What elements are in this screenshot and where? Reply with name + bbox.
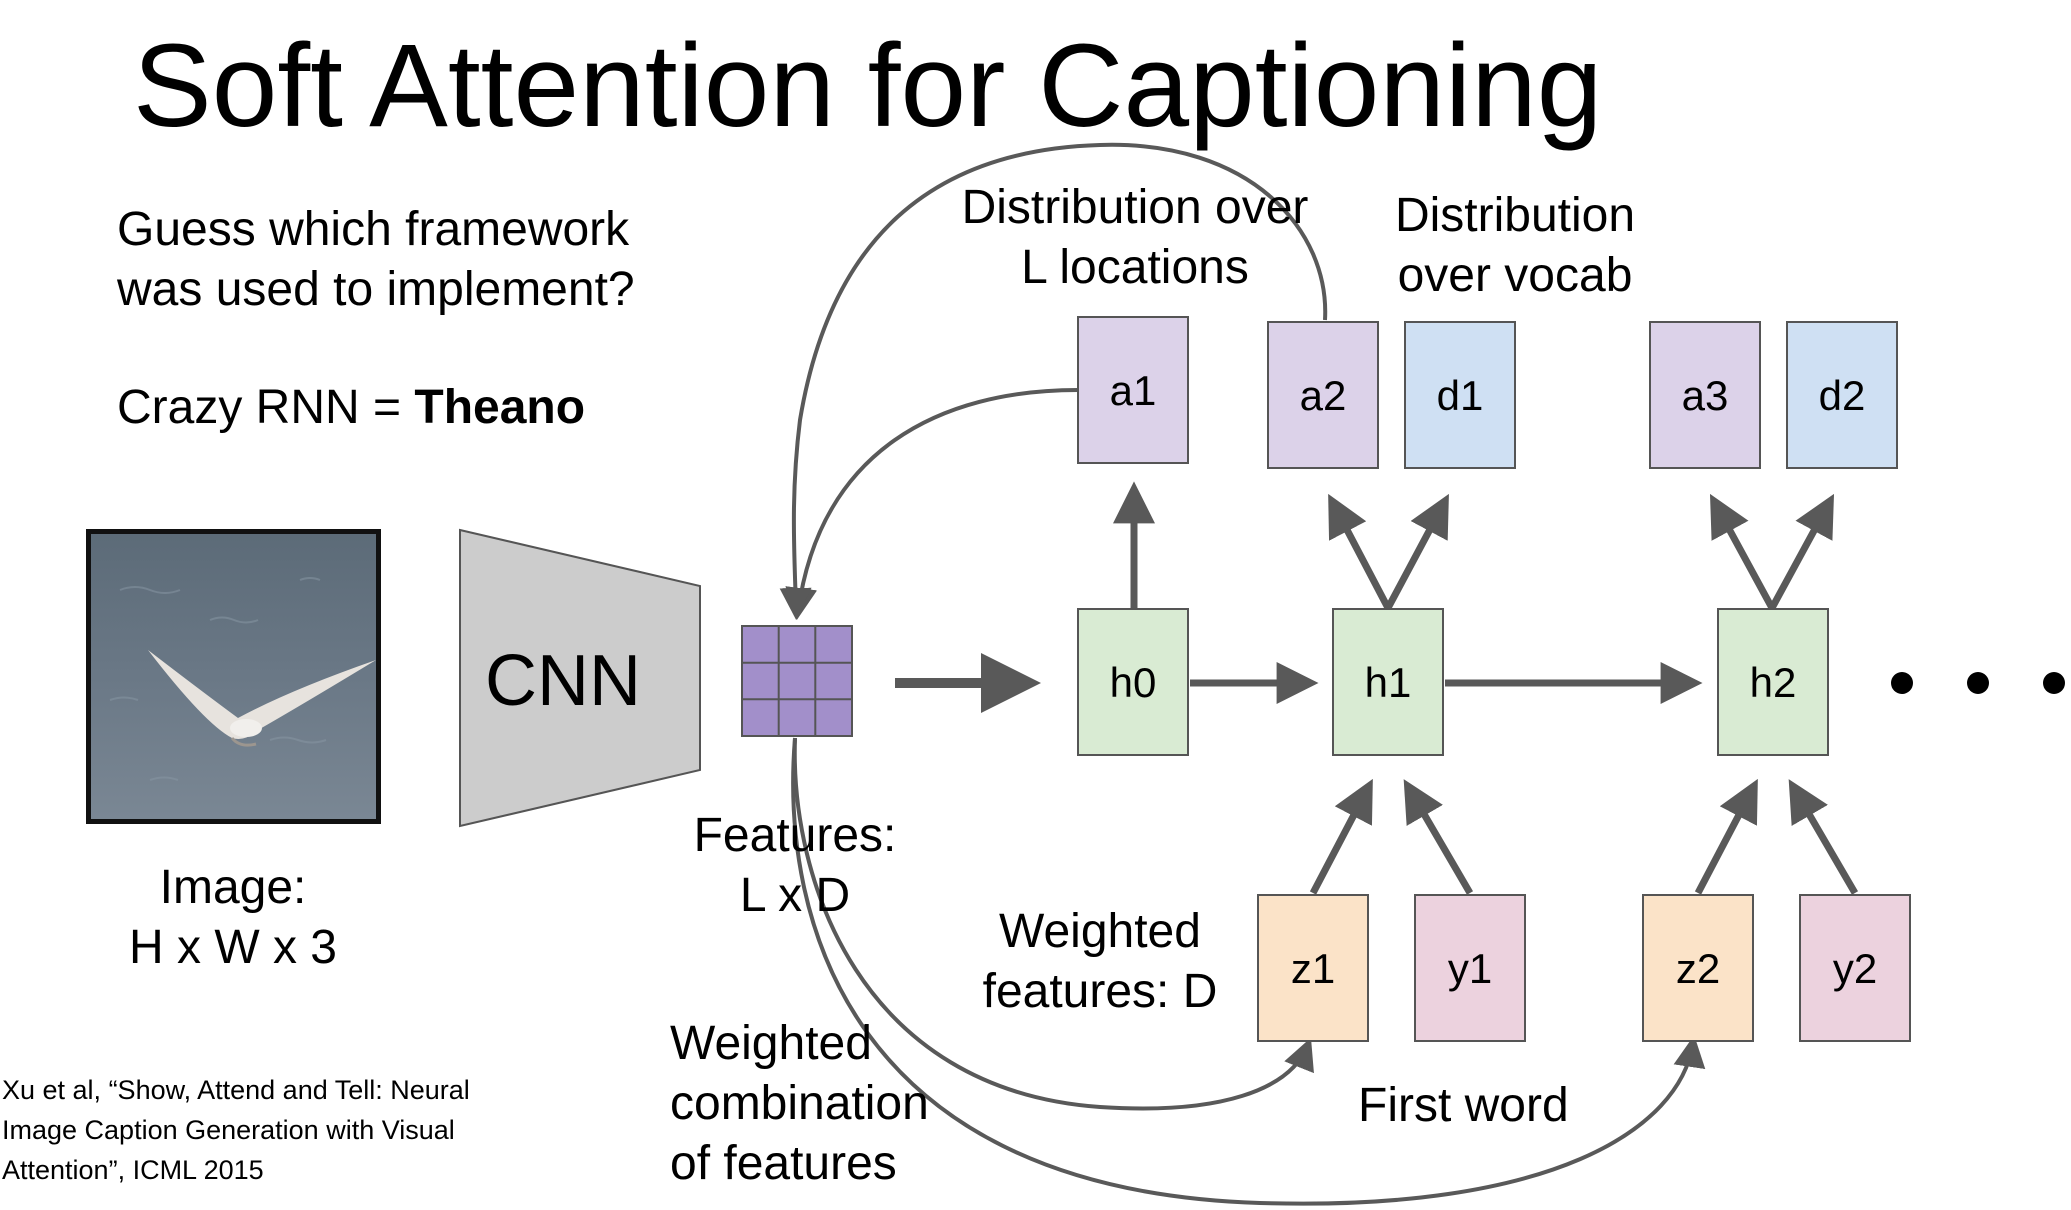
weighted-combination-line-2: combination	[670, 1077, 929, 1130]
node-z1	[1257, 894, 1369, 1042]
attention-distribution-label: Distribution over L locations	[930, 178, 1340, 298]
dot-3	[2043, 672, 2065, 694]
question-line-2: was used to implement?	[117, 263, 635, 316]
node-h1	[1332, 608, 1444, 756]
image-label-line-2: H x W x 3	[128, 921, 337, 974]
citation-line-2: Image Caption Generation with Visual	[2, 1115, 455, 1145]
node-z2-label: z2	[1676, 945, 1720, 992]
features-label-line-1: Features:	[693, 809, 897, 862]
node-y2	[1799, 894, 1911, 1042]
node-z2	[1642, 894, 1754, 1042]
arrow-h2-to-a3	[1709, 493, 1776, 610]
attention-distribution-line-2: L locations	[1021, 241, 1249, 294]
citation-line-1: Xu et al, “Show, Attend and Tell: Neural	[2, 1075, 470, 1105]
cnn-block	[459, 528, 701, 828]
image-label: Image: H x W x 3	[108, 858, 358, 978]
features-label-line-2: L x D	[739, 869, 851, 922]
node-y1-label: y1	[1448, 945, 1492, 992]
node-h1-label: h1	[1365, 659, 1412, 706]
node-z1-label: z1	[1291, 945, 1335, 992]
vocab-distribution-label: Distribution over vocab	[1375, 186, 1655, 306]
arrow-h2-to-d2	[1768, 493, 1835, 610]
page-title: Soft Attention for Captioning	[133, 20, 1603, 152]
weighted-combination-label: Weighted combination of features	[670, 1014, 929, 1194]
attention-distribution-line-1: Distribution over	[961, 181, 1309, 234]
arrow-z1-to-h1	[1309, 778, 1373, 895]
citation-line-3: Attention”, ICML 2015	[2, 1155, 264, 1185]
arrows	[779, 142, 1859, 1206]
continuation-dots	[1891, 672, 2065, 694]
dot-2	[1967, 672, 1989, 694]
features-grid	[741, 625, 853, 737]
node-d2-label: d2	[1819, 372, 1866, 419]
arrow-y2-to-h2	[1788, 779, 1859, 895]
node-h0	[1077, 608, 1189, 756]
node-a2	[1267, 321, 1379, 469]
node-h2-label: h2	[1750, 659, 1797, 706]
node-a3-label: a3	[1682, 372, 1729, 419]
node-labels: a1 a2 d1 a3 d2 h0 h1 h2 z1 y1 z2 y2	[1110, 367, 1878, 992]
input-image	[86, 529, 381, 824]
question-line-1: Guess which framework	[117, 203, 630, 256]
node-a2-label: a2	[1300, 372, 1347, 419]
weighted-features-line-1: Weighted	[999, 905, 1201, 958]
node-a1-label: a1	[1110, 367, 1157, 414]
node-h2	[1717, 608, 1829, 756]
arrow-y1-to-h1	[1403, 779, 1474, 895]
arrow-z2-to-h2	[1694, 778, 1758, 895]
node-a1	[1077, 316, 1189, 464]
arrow-features-to-z2	[791, 737, 1706, 1206]
arrow-h1-to-d1	[1384, 493, 1449, 610]
node-d2	[1786, 321, 1898, 469]
cnn-label: CNN	[485, 641, 641, 721]
node-y1	[1414, 894, 1526, 1042]
arrow-a2-to-features	[779, 142, 1328, 620]
answer-bold: Theano	[414, 381, 586, 434]
node-d1-label: d1	[1437, 372, 1484, 419]
node-a3	[1649, 321, 1761, 469]
weighted-features-line-2: features: D	[982, 965, 1218, 1018]
arrow-features-to-z1	[792, 737, 1314, 1111]
features-label: Features: L x D	[670, 806, 920, 926]
node-d1	[1404, 321, 1516, 469]
arrow-a1-to-features	[785, 388, 1079, 620]
weighted-combination-line-1: Weighted	[670, 1017, 872, 1070]
node-h0-label: h0	[1110, 659, 1157, 706]
weighted-features-label: Weighted features: D	[955, 902, 1245, 1022]
first-word-label: First word	[1358, 1079, 1569, 1132]
vocab-distribution-line-1: Distribution	[1394, 189, 1636, 242]
question-text: Guess which framework was used to implem…	[117, 200, 635, 320]
arrow-h1-to-a2	[1328, 493, 1392, 610]
dot-1	[1891, 672, 1913, 694]
weighted-combination-line-3: of features	[670, 1137, 897, 1190]
image-label-line-1: Image:	[159, 861, 307, 914]
node-y2-label: y2	[1833, 945, 1877, 992]
answer-prefix: Crazy RNN =	[117, 381, 415, 434]
bird-picture	[148, 650, 376, 747]
vocab-distribution-line-2: over vocab	[1397, 249, 1633, 302]
answer-text: Crazy RNN = Theano	[117, 378, 585, 438]
node-boxes	[1077, 316, 1911, 1042]
citation: Xu et al, “Show, Attend and Tell: Neural…	[2, 1070, 470, 1190]
